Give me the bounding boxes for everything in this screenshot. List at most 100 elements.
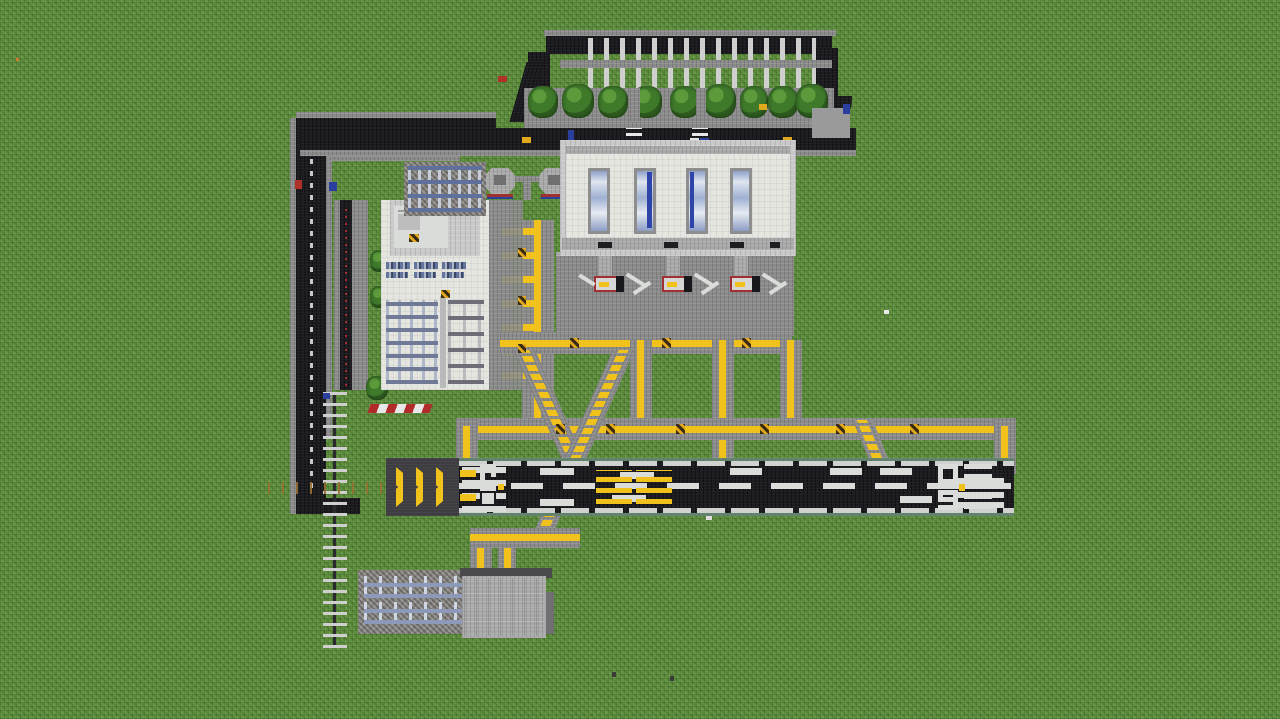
taxiway-hangar-spur-line bbox=[504, 548, 511, 584]
red-car bbox=[295, 180, 302, 189]
entity-marker bbox=[612, 672, 616, 677]
highway-kerb-right bbox=[326, 118, 332, 438]
yellow-car bbox=[759, 104, 767, 110]
perimeter-fence bbox=[268, 482, 388, 494]
tree bbox=[768, 86, 798, 118]
highway-top-kerb bbox=[296, 112, 496, 118]
checkin-row bbox=[442, 272, 464, 278]
blue-car bbox=[323, 393, 330, 399]
tower-walkway-stub bbox=[523, 182, 531, 200]
tree bbox=[740, 86, 768, 118]
concourse-roof-trim-top bbox=[566, 146, 790, 154]
runway-exit-stub bbox=[460, 470, 476, 477]
taxiway-hangar-cross-line bbox=[470, 534, 580, 541]
hangar-roof-panels bbox=[464, 578, 544, 636]
red-car bbox=[498, 76, 507, 82]
hold-short-marker bbox=[836, 424, 845, 434]
touchdown-bar bbox=[958, 478, 1004, 484]
service-road-markings bbox=[345, 204, 347, 386]
tree bbox=[528, 86, 558, 118]
hold-short-marker bbox=[518, 248, 526, 257]
hold-short-marker bbox=[518, 344, 526, 353]
touchdown-bar bbox=[730, 468, 762, 475]
median-path-1 bbox=[630, 88, 640, 122]
lounge-seating-grid-2 bbox=[448, 300, 484, 384]
entity-marker bbox=[16, 58, 19, 61]
checkin-row bbox=[386, 262, 410, 269]
concourse-window-bay bbox=[634, 168, 656, 234]
highway-inner-kerb bbox=[330, 156, 460, 161]
runway-edge-stripe-north bbox=[459, 461, 1014, 466]
checkin-row bbox=[386, 272, 408, 278]
taxiway-c1-centerline bbox=[637, 340, 644, 430]
terminal-desk bbox=[398, 214, 420, 230]
runway-exit-markings bbox=[596, 470, 632, 504]
blue-car bbox=[568, 130, 574, 141]
entity-marker bbox=[706, 516, 712, 520]
staff-parking-cars-row2 bbox=[364, 602, 470, 624]
hold-short-marker bbox=[606, 424, 615, 434]
taxiway-hangar-line bbox=[477, 530, 484, 578]
checkin-row bbox=[414, 262, 438, 269]
concourse-roof-trim-bottom bbox=[562, 238, 794, 250]
taxiway-d-centerline bbox=[456, 426, 1016, 433]
terminal-equipment bbox=[409, 234, 419, 242]
entity-marker bbox=[884, 310, 889, 314]
median-path-2 bbox=[696, 88, 706, 122]
hold-short-marker bbox=[676, 424, 685, 434]
highway-bottom-bend bbox=[296, 494, 326, 514]
runway-centerline bbox=[459, 483, 1014, 489]
checkin-row bbox=[414, 272, 436, 278]
concourse-window-bay bbox=[588, 168, 610, 234]
touchdown-bar bbox=[958, 492, 1004, 498]
touchdown-bar bbox=[900, 496, 932, 503]
concourse-vent bbox=[730, 242, 744, 248]
rapid-exit-east bbox=[559, 350, 656, 470]
service-yard-vehicles bbox=[408, 166, 482, 212]
highway-kerb-left bbox=[290, 118, 296, 514]
runway-edge-stripe-south bbox=[459, 508, 1014, 513]
blue-car bbox=[843, 104, 850, 114]
taxiway-a-spur bbox=[510, 372, 536, 379]
runway-exit-stub bbox=[460, 494, 476, 501]
staff-parking-cars-row1 bbox=[364, 576, 470, 598]
hold-short-marker bbox=[518, 296, 526, 305]
highway-lane-dashes bbox=[310, 130, 313, 500]
hold-short-marker bbox=[760, 424, 769, 434]
entity-marker bbox=[670, 676, 674, 681]
touchdown-bar bbox=[540, 468, 574, 475]
tree bbox=[704, 84, 736, 118]
terminal-corridor bbox=[440, 296, 446, 388]
runway-designator-west bbox=[476, 462, 520, 514]
hangar-side-wall bbox=[546, 592, 554, 634]
red-white-barrier bbox=[367, 404, 433, 413]
touchdown-bar bbox=[830, 468, 862, 475]
taxiway-a-spur bbox=[510, 228, 536, 235]
hold-short-marker bbox=[662, 338, 671, 348]
approach-light-array bbox=[323, 392, 347, 648]
taxiway-c3-centerline bbox=[787, 340, 794, 430]
checkin-row bbox=[442, 262, 466, 269]
concourse-vent bbox=[598, 242, 612, 248]
taxiway-a-spur bbox=[510, 324, 536, 331]
hold-short-marker bbox=[570, 338, 579, 348]
concourse-window-bay bbox=[686, 168, 708, 234]
tree bbox=[670, 86, 700, 118]
terminal-escalator bbox=[441, 290, 450, 298]
taxiway-west-loop-line bbox=[463, 426, 470, 470]
runway-exit-markings bbox=[636, 470, 672, 504]
hangar-building bbox=[462, 576, 546, 638]
satellite-tower-west bbox=[483, 166, 517, 199]
parking-loop-border-bottom bbox=[524, 122, 840, 128]
yellow-car bbox=[522, 137, 531, 143]
runway-edge-light-south bbox=[459, 513, 1014, 516]
hold-short-marker bbox=[742, 338, 751, 348]
concourse-window-bay bbox=[730, 168, 752, 234]
hold-short-marker bbox=[556, 424, 565, 434]
tree bbox=[562, 84, 594, 118]
concourse-vent bbox=[770, 242, 780, 248]
apron-lane-line bbox=[534, 228, 541, 384]
parking-loop-border-top bbox=[544, 30, 836, 36]
parking-bays-upper bbox=[588, 38, 816, 60]
